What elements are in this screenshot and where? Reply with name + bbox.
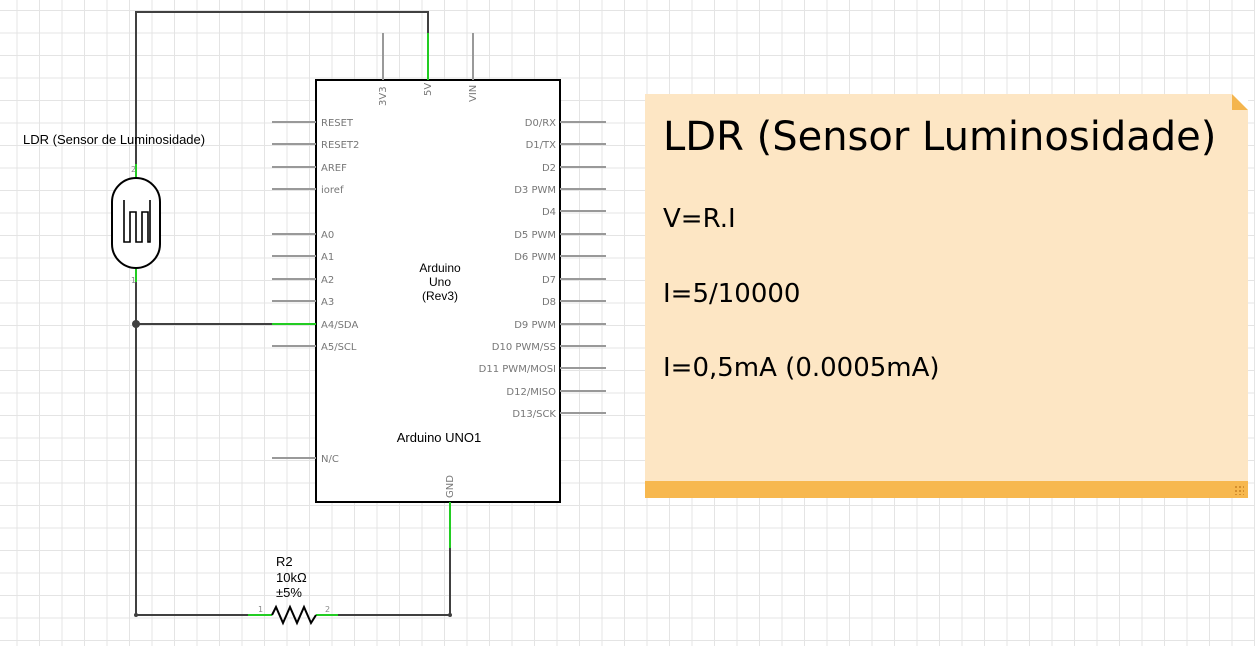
pin-reset2-label: RESET2 xyxy=(321,140,359,151)
pin-nc-label: N/C xyxy=(321,454,339,465)
pin-a2-label: A2 xyxy=(321,275,334,286)
pin-reset-label: RESET xyxy=(321,118,354,129)
pin-ioref-label: ioref xyxy=(321,185,344,196)
arduino-model-line3: (Rev3) xyxy=(422,289,458,303)
pin-a1-label: A1 xyxy=(321,252,334,263)
corner-dot-gnd xyxy=(448,613,452,617)
r2-pin2-label: 2 xyxy=(325,605,330,614)
pin-d2-label: D2 xyxy=(542,163,556,174)
pin-d11-label: D11 PWM/MOSI xyxy=(479,364,556,375)
pin-d6-label: D6 PWM xyxy=(514,252,556,263)
pin-a5-label: A5/SCL xyxy=(321,342,357,353)
pin-aref-label: AREF xyxy=(321,163,347,174)
pin-d13-label: D13/SCK xyxy=(512,409,556,420)
top-pins: 3V3 5V VIN xyxy=(378,33,479,106)
note-fold-corner xyxy=(1232,94,1248,110)
wire-ldr-to-a4[interactable] xyxy=(135,268,272,325)
note-line-current-result: I=0,5mA (0.0005mA) xyxy=(663,353,940,383)
pin-d0-label: D0/RX xyxy=(525,118,556,129)
ldr-pin1-label: 1 xyxy=(131,276,136,285)
pin-5v-label: 5V xyxy=(423,83,434,96)
r2-pin1-label: 1 xyxy=(258,605,263,614)
arduino-body xyxy=(315,79,561,503)
sticky-note[interactable]: LDR (Sensor Luminosidade) V=R.I I=5/1000… xyxy=(645,94,1248,498)
ldr-label: LDR (Sensor de Luminosidade) xyxy=(23,132,205,147)
pin-vin-label: VIN xyxy=(468,85,479,102)
ldr-component[interactable]: 2 1 xyxy=(111,164,161,285)
ldr-pin2-label: 2 xyxy=(131,165,136,174)
pin-d1-label: D1/TX xyxy=(526,140,557,151)
resistor-r2[interactable]: 1 2 R2 10kΩ ±5% xyxy=(248,554,338,626)
note-title: LDR (Sensor Luminosidade) xyxy=(663,114,1217,160)
note-resize-grip-icon[interactable] xyxy=(1234,485,1244,495)
arduino-model-line1: Arduino xyxy=(419,261,461,275)
r2-name-label: R2 xyxy=(276,554,293,569)
wire-node-to-r2[interactable] xyxy=(135,324,248,616)
note-line-ohms-law: V=R.I xyxy=(663,204,736,234)
corner-dot-r2 xyxy=(134,613,138,617)
note-bottom-bar xyxy=(645,481,1248,498)
note-line-current-calc: I=5/10000 xyxy=(663,279,801,309)
bottom-pins: GND xyxy=(445,475,456,548)
wire-5v-to-ldr[interactable] xyxy=(135,11,429,164)
pin-3v3-label: 3V3 xyxy=(378,86,389,106)
pin-gnd-label: GND xyxy=(445,475,456,498)
pin-a3-label: A3 xyxy=(321,297,334,308)
pin-d10-label: D10 PWM/SS xyxy=(492,342,556,353)
pin-d12-label: D12/MISO xyxy=(506,387,556,398)
ldr-squiggle xyxy=(123,200,151,243)
junction-dot xyxy=(132,320,140,328)
pin-d7-label: D7 xyxy=(542,275,556,286)
pin-d5-label: D5 PWM xyxy=(514,230,556,241)
left-pins: RESET RESET2 AREF ioref A0 A1 A2 A3 A4/S… xyxy=(272,118,359,465)
pin-d9-label: D9 PWM xyxy=(514,320,556,331)
r2-value-label: 10kΩ xyxy=(276,570,307,585)
pin-d8-label: D8 xyxy=(542,297,556,308)
arduino-board[interactable]: 3V3 5V VIN GND RESET RESET2 AREF ioref xyxy=(272,33,606,548)
pin-d3-label: D3 PWM xyxy=(514,185,556,196)
arduino-model-line2: Uno xyxy=(429,275,451,289)
pin-a4-label: A4/SDA xyxy=(321,320,358,331)
pin-d4-label: D4 xyxy=(542,207,556,218)
r2-tolerance-label: ±5% xyxy=(276,585,302,600)
pin-a0-label: A0 xyxy=(321,230,334,241)
wire-r2-to-gnd[interactable] xyxy=(338,548,451,616)
resistor-zigzag xyxy=(271,604,317,626)
arduino-instance-label: Arduino UNO1 xyxy=(397,430,482,445)
right-pins: D0/RX D1/TX D2 D3 PWM D4 D5 PWM D6 PWM D… xyxy=(479,118,606,420)
